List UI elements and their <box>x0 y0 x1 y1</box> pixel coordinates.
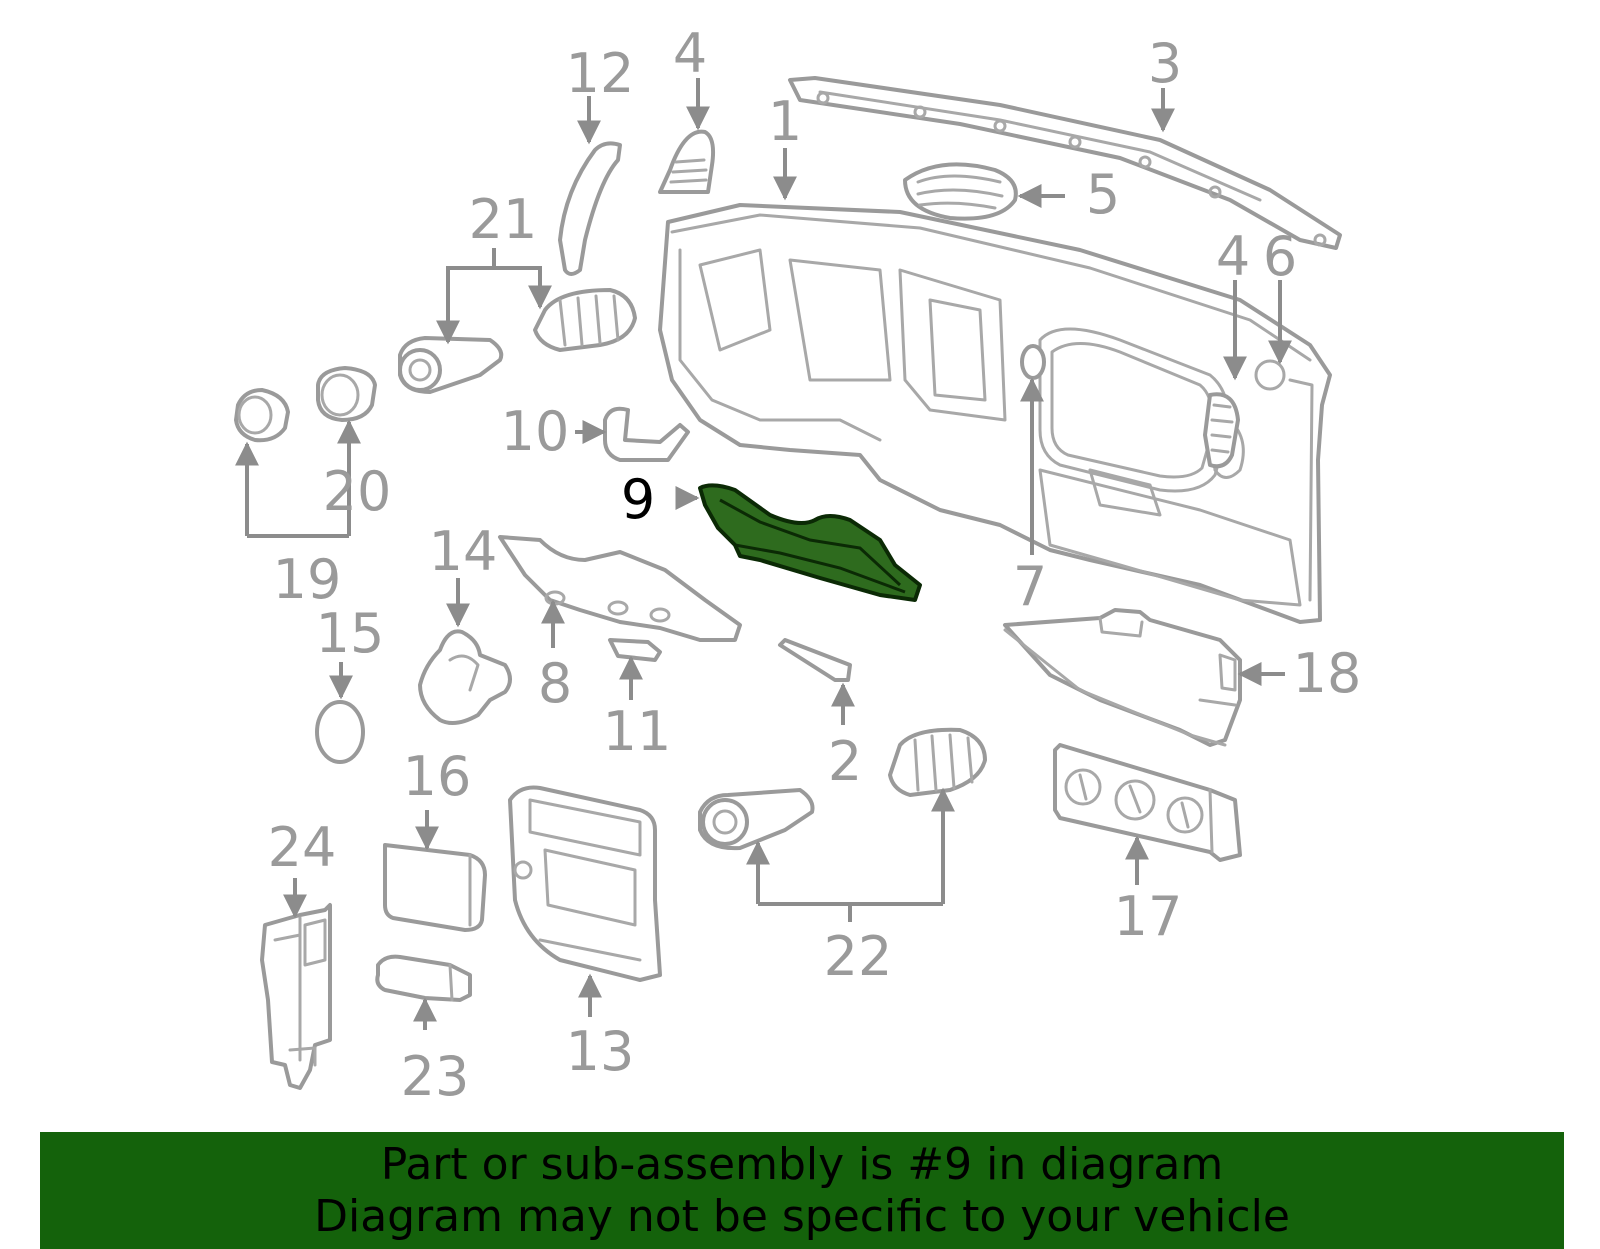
callout-13: 13 <box>566 1020 635 1083</box>
part-21-lighter[interactable] <box>398 288 637 394</box>
callout-labels: 1 2 3 4 4 5 6 7 8 9 10 11 12 13 14 15 16… <box>268 22 1362 1108</box>
part-3-defroster-panel[interactable] <box>788 76 1342 250</box>
leader-lines <box>235 78 1292 1030</box>
part-1-instrument-panel[interactable] <box>658 203 1332 624</box>
part-16-pocket[interactable] <box>383 843 487 932</box>
callout-4-right: 4 <box>1216 225 1250 288</box>
callout-4-top: 4 <box>673 22 707 85</box>
part-24-bracket[interactable] <box>260 903 332 1090</box>
part-4-side-vent[interactable] <box>658 129 716 194</box>
callout-22: 22 <box>824 925 893 988</box>
part-20-knob[interactable] <box>316 366 377 422</box>
callout-20: 20 <box>323 460 392 523</box>
part-9-reinforcement[interactable] <box>698 483 922 602</box>
callout-24: 24 <box>268 816 337 879</box>
part-2-trim[interactable] <box>778 638 852 682</box>
callout-17: 17 <box>1114 885 1183 948</box>
callout-2: 2 <box>828 730 862 793</box>
part-12-pillar-trim[interactable] <box>558 141 622 276</box>
callout-12: 12 <box>566 42 635 105</box>
callout-21: 21 <box>469 188 538 251</box>
banner-line-2: Diagram may not be specific to your vehi… <box>314 1190 1290 1242</box>
part-23-connector[interactable] <box>375 954 472 1002</box>
part-19-knob[interactable] <box>234 388 290 443</box>
callout-8: 8 <box>538 652 572 715</box>
part-18-glove-box[interactable] <box>1003 608 1242 747</box>
part-15-ring[interactable] <box>315 700 365 764</box>
info-banner: Part or sub-assembly is #9 in diagram Di… <box>40 1132 1564 1249</box>
callout-11: 11 <box>603 700 672 763</box>
callout-18: 18 <box>1293 642 1362 705</box>
part-14-switch[interactable] <box>418 629 512 726</box>
callout-6: 6 <box>1263 225 1297 288</box>
callout-9: 9 <box>621 468 655 531</box>
part-5-center-vent[interactable] <box>903 162 1018 221</box>
callout-19: 19 <box>273 548 342 611</box>
callout-14: 14 <box>429 520 498 583</box>
callout-7: 7 <box>1013 555 1047 618</box>
part-17-climate-control[interactable] <box>1053 743 1242 862</box>
callout-16: 16 <box>403 745 472 808</box>
part-4-right-vent[interactable] <box>1203 392 1240 469</box>
callout-5: 5 <box>1086 163 1120 226</box>
part-22-lighter[interactable] <box>698 727 987 851</box>
part-11-clip[interactable] <box>608 638 662 662</box>
part-13-center-bezel[interactable] <box>508 785 662 982</box>
banner-line-1: Part or sub-assembly is #9 in diagram <box>380 1138 1224 1190</box>
part-7-plug[interactable] <box>1020 344 1046 380</box>
callout-3: 3 <box>1148 32 1182 95</box>
callout-23: 23 <box>401 1045 470 1108</box>
part-8-lower-panel[interactable] <box>498 535 742 642</box>
part-10-bracket[interactable] <box>603 406 690 462</box>
callout-15: 15 <box>316 602 385 665</box>
callout-10: 10 <box>501 400 570 463</box>
callout-1: 1 <box>768 90 802 153</box>
